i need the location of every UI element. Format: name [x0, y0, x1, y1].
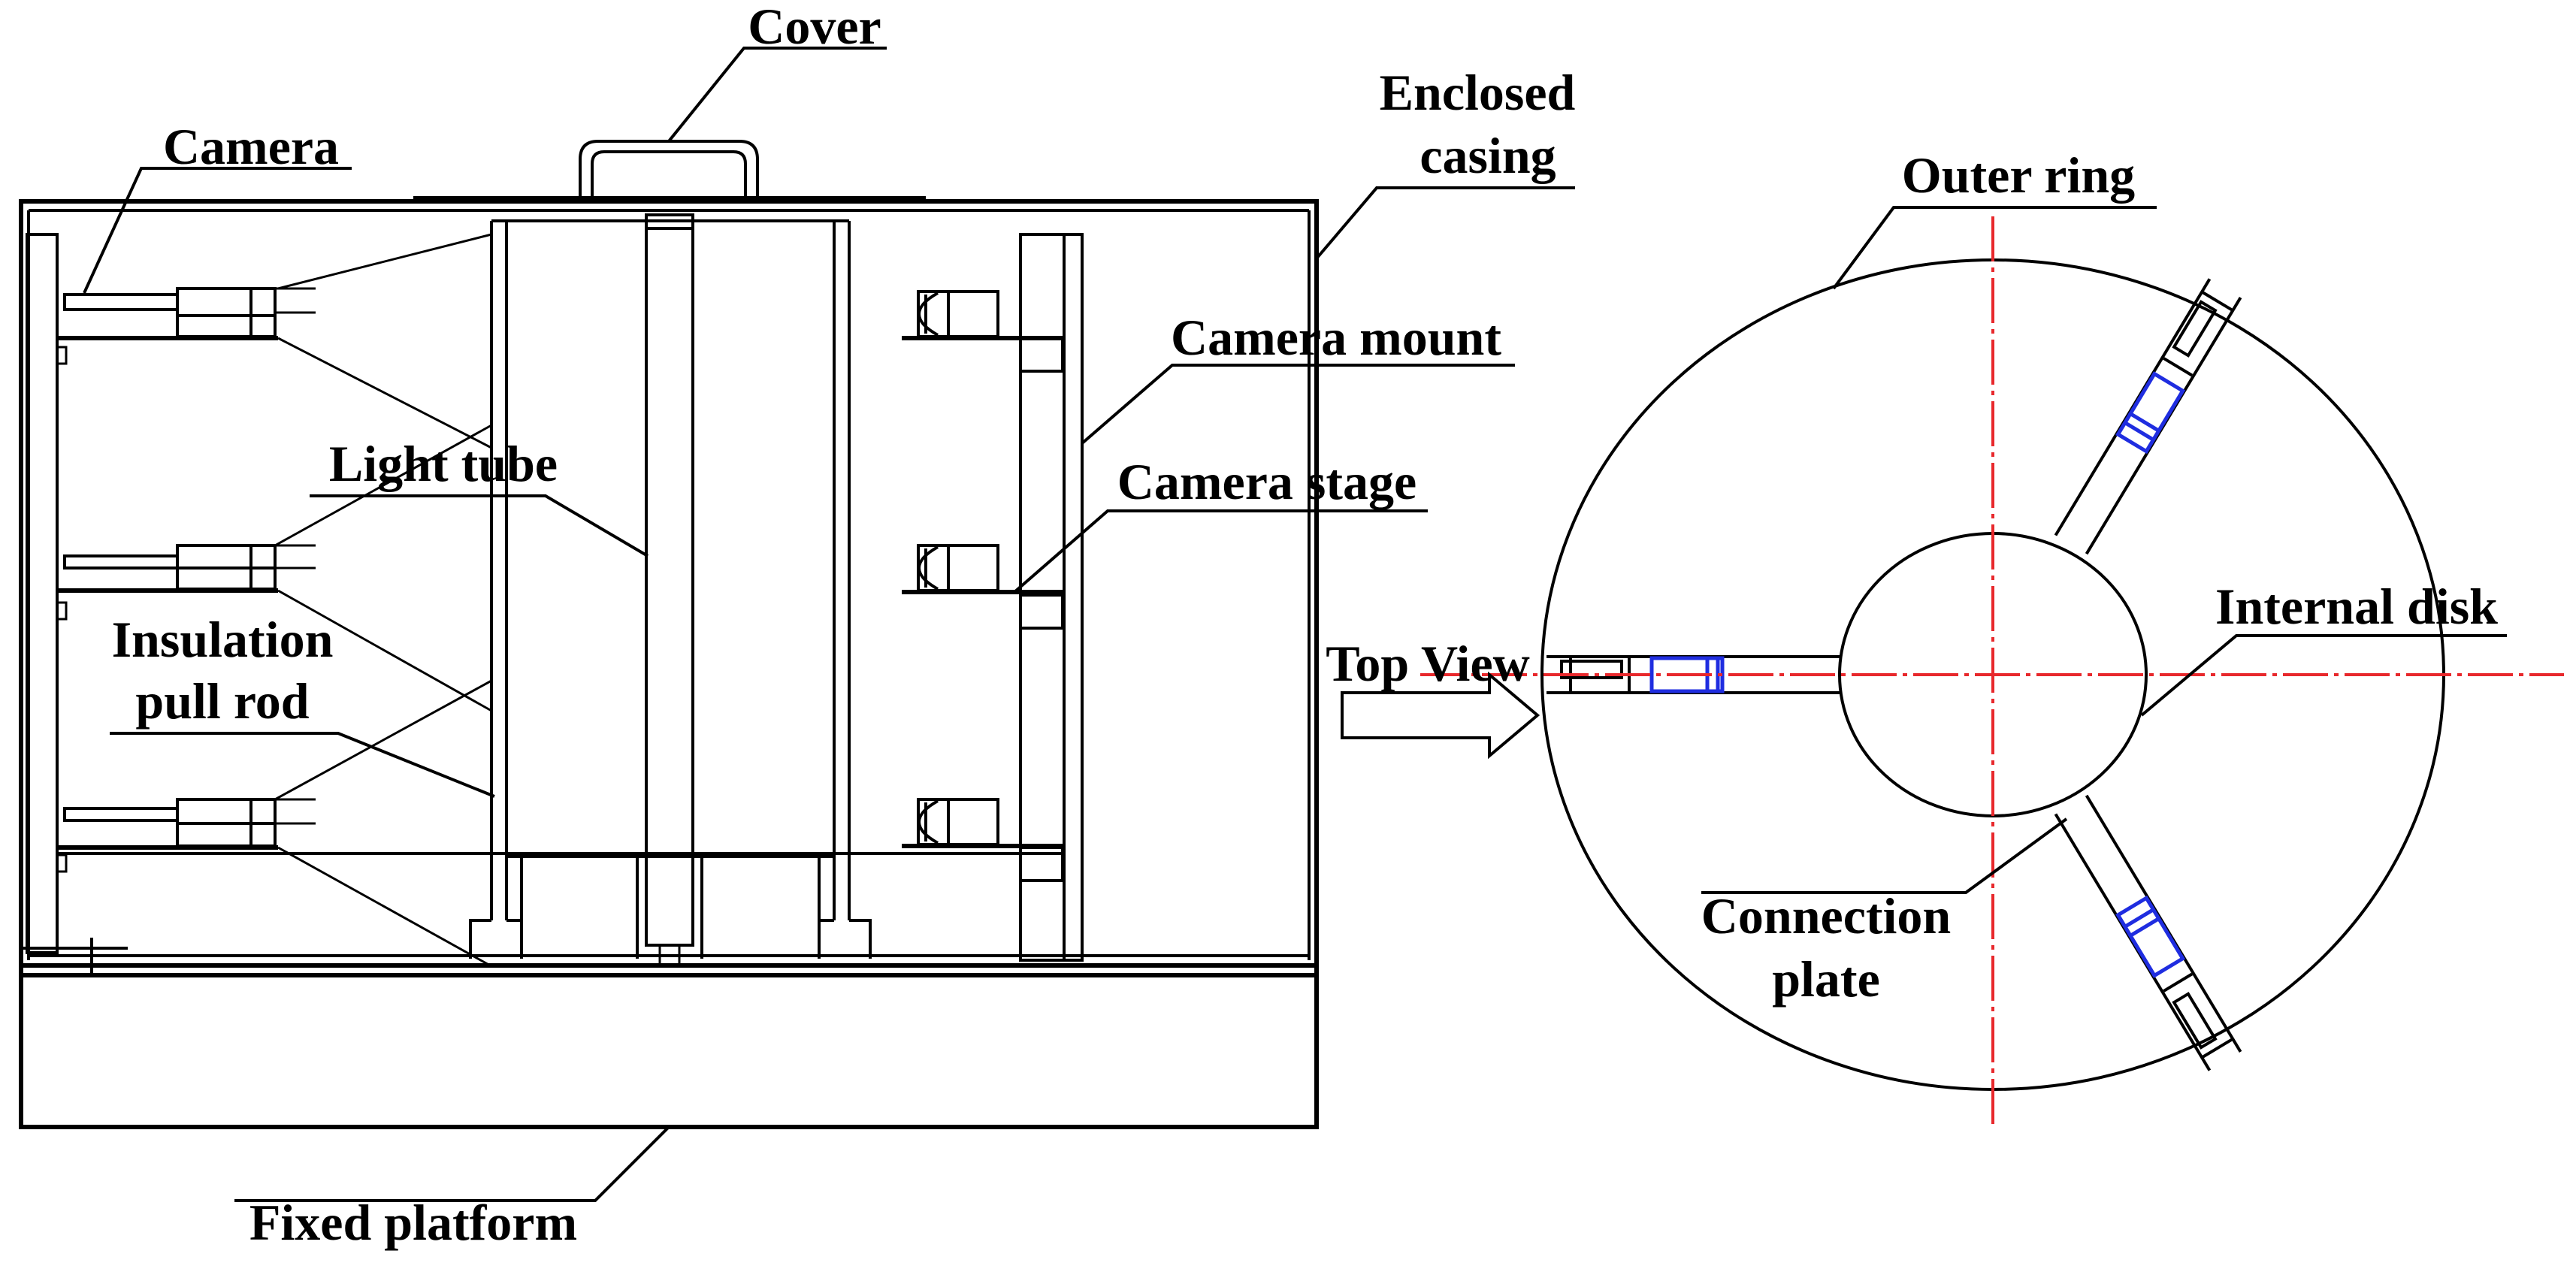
label-top-view: Top View	[1326, 635, 1529, 692]
label-cover: Cover	[748, 0, 881, 55]
top-view	[1341, 216, 2564, 1128]
label-camera: Camera	[163, 118, 339, 175]
left-camera-mount	[23, 233, 128, 974]
enclosed-casing	[19, 199, 1319, 977]
label-internal-disk: Internal disk	[2215, 578, 2498, 635]
leader-camera-mount	[1081, 364, 1515, 445]
label-camera-mount: Camera mount	[1171, 309, 1501, 366]
leader-lines	[83, 47, 2507, 1202]
light-tube-frame	[57, 219, 1063, 959]
label-connection-plate-line1: Connection	[1701, 887, 1951, 944]
leader-connection-plate	[1701, 817, 2068, 894]
left-camera-top	[57, 287, 316, 340]
connection-plate-upper	[2054, 278, 2242, 555]
leader-camera	[83, 167, 352, 294]
label-camera-stage: Camera stage	[1117, 453, 1416, 510]
leader-internal-disk	[2140, 634, 2507, 717]
fixed-platform	[19, 963, 1319, 1129]
left-camera-bottom	[57, 798, 316, 850]
leader-light-tube	[310, 494, 649, 557]
leader-insulation	[110, 732, 495, 798]
label-insulation-line2: pull rod	[135, 672, 309, 730]
right-camera-bottom	[902, 798, 1063, 848]
labels: Cover Camera Enclosed casing Outer ring …	[112, 0, 2499, 1251]
label-insulation-line1: Insulation	[112, 611, 334, 668]
light-tube	[636, 213, 703, 966]
insulation-pull-rods	[274, 233, 492, 968]
label-outer-ring: Outer ring	[1902, 147, 2135, 204]
leader-enclosed-casing	[1315, 186, 1575, 260]
leader-outer-ring	[1832, 206, 2157, 290]
connection-plate-lower	[2054, 794, 2242, 1071]
left-camera-middle	[57, 544, 316, 593]
leader-fixed-platform	[234, 1125, 670, 1202]
label-light-tube: Light tube	[329, 435, 558, 492]
right-camera-mount	[1019, 233, 1084, 962]
top-view-arrow	[1341, 671, 1540, 760]
label-enclosed-casing-line1: Enclosed	[1380, 64, 1576, 121]
label-connection-plate-line2: plate	[1772, 950, 1880, 1008]
label-enclosed-casing-line2: casing	[1420, 127, 1556, 184]
cover-handle	[413, 140, 926, 201]
right-camera-top	[902, 290, 1063, 340]
leader-camera-stage	[1013, 509, 1428, 594]
right-camera-middle	[902, 544, 1063, 594]
leader-cover	[667, 47, 887, 143]
label-fixed-platform: Fixed platform	[249, 1194, 577, 1251]
